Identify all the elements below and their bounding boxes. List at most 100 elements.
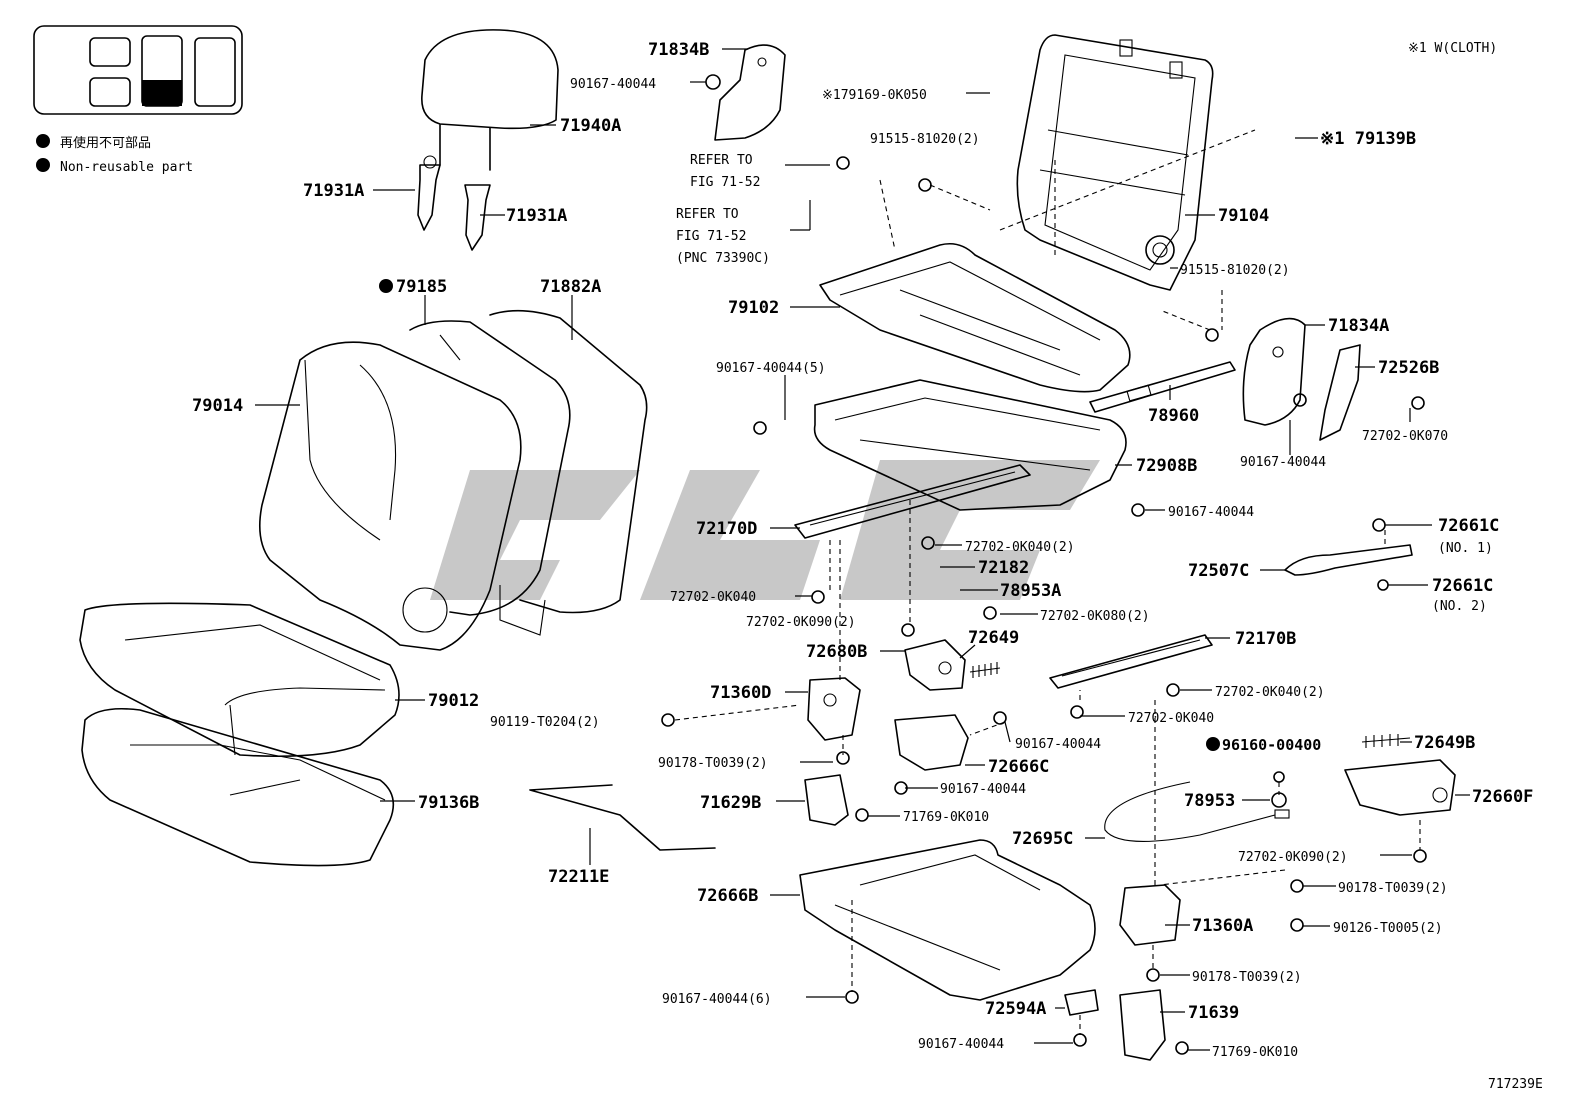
label-91515-81020-b: 91515-81020(2) — [1180, 263, 1290, 278]
hinge-cover-71834B — [714, 44, 786, 141]
label-79104: 79104 — [1218, 206, 1269, 226]
non-reusable-dot-icon — [1206, 737, 1220, 751]
seatback-pad-79185 — [409, 320, 571, 616]
label-71931A-left: 71931A — [303, 181, 364, 201]
label-refer-to-2: REFER TO — [676, 207, 739, 222]
cloth-note: ※1 W(CLOTH) — [1408, 41, 1497, 56]
seatback-cover-79014 — [259, 341, 522, 651]
label-72649: 72649 — [968, 628, 1019, 648]
label-71769-0K010-a: 71769-0K010 — [903, 810, 989, 825]
headrest-guide-left — [417, 155, 441, 231]
label-72182: 72182 — [978, 558, 1029, 578]
legend-en: Non-reusable part — [60, 160, 193, 175]
label-72594A: 72594A — [985, 999, 1046, 1019]
label-79136B: 79136B — [418, 793, 479, 813]
headrest-part — [421, 29, 559, 171]
label-71882A: 71882A — [540, 277, 601, 297]
label-72170D: 72170D — [696, 519, 757, 539]
label-72666B: 72666B — [697, 886, 758, 906]
label-91515-81020: 91515-81020(2) — [870, 132, 980, 147]
label-72702-0K070: 72702-0K070 — [1362, 429, 1448, 444]
cover-72666C — [894, 714, 969, 771]
spring-72649 — [969, 662, 1001, 678]
label-72702-0K090-2: 72702-0K090(2) — [746, 615, 856, 630]
label-72170B: 72170B — [1235, 629, 1296, 649]
label-72702-0K040-b: 72702-0K040 — [1128, 711, 1214, 726]
label-72660F: 72660F — [1472, 787, 1533, 807]
label-71360D: 71360D — [710, 683, 771, 703]
seat-cushion-79012 — [79, 602, 400, 758]
label-90167-40044-6: 90167-40044(6) — [662, 992, 772, 1007]
seat-frame-79102 — [819, 242, 1131, 393]
label-90178-T0039-a: 90178-T0039(2) — [658, 756, 768, 771]
label-refer-to-1: REFER TO — [690, 153, 753, 168]
trim-72526B — [1319, 344, 1361, 441]
label-71639: 71639 — [1188, 1003, 1239, 1023]
label-90167-40044: 90167-40044 — [570, 77, 656, 92]
label-72702-0K040: 72702-0K040 — [670, 590, 756, 605]
label-79102: 79102 — [728, 298, 779, 318]
label-71834A: 71834A — [1328, 316, 1389, 336]
legend-jp: 再使用不可部品 — [60, 135, 151, 151]
part-labels: ※1 W(CLOTH) 71834B 90167-40044 ※179169-0… — [192, 40, 1543, 1092]
label-79185: 79185 — [396, 277, 447, 297]
label-72661C-no1-note: (NO. 1) — [1438, 541, 1493, 556]
label-96160-00400: 96160-00400 — [1222, 736, 1321, 754]
label-90126-T0005: 90126-T0005(2) — [1333, 921, 1443, 936]
label-72526B: 72526B — [1378, 358, 1439, 378]
label-72661C-no1: 72661C — [1438, 516, 1499, 536]
leader-lines — [255, 48, 1470, 1051]
assembly-lines — [674, 129, 1421, 1035]
label-71834B: 71834B — [648, 40, 709, 60]
label-90178-T0039-b: 90178-T0039(2) — [1338, 881, 1448, 896]
label-71931A-right: 71931A — [506, 206, 567, 226]
figure-id: 717239E — [1488, 1077, 1543, 1092]
label-90178-T0039-c: 90178-T0039(2) — [1192, 970, 1302, 985]
seat-cushion-pad-79136B — [81, 707, 395, 867]
label-72702-0K040-2a: 72702-0K040(2) — [965, 540, 1075, 555]
label-72702-0K080-2: 72702-0K080(2) — [1040, 609, 1150, 624]
label-fig-71-52-1: FIG 71-52 — [690, 175, 760, 190]
cable-72695C — [1104, 781, 1290, 842]
hinge-71360A — [1119, 884, 1181, 946]
label-72680B: 72680B — [806, 642, 867, 662]
seatback-frame-79104 — [1016, 34, 1214, 291]
label-72507C: 72507C — [1188, 561, 1249, 581]
seat-rail-72170B — [1049, 634, 1213, 689]
label-79012: 79012 — [428, 691, 479, 711]
label-90167-40044-e: 90167-40044 — [940, 782, 1026, 797]
label-78953: 78953 — [1184, 791, 1235, 811]
non-reusable-dot-icon — [36, 158, 50, 172]
label-78953A: 78953A — [1000, 581, 1061, 601]
label-79014: 79014 — [192, 396, 243, 416]
label-90167-40044-d: 90167-40044 — [1015, 737, 1101, 752]
label-179169-0K050: ※179169-0K050 — [822, 88, 927, 103]
rod-72211E — [529, 784, 716, 851]
headrest-guide-right — [464, 184, 491, 251]
cover-71639 — [1119, 989, 1166, 1061]
label-72702-0K090-2b: 72702-0K090(2) — [1238, 850, 1348, 865]
label-72661C-no2-note: (NO. 2) — [1432, 599, 1487, 614]
spring-72649B — [1361, 734, 1411, 748]
label-79139B: ※1 79139B — [1320, 129, 1416, 149]
label-71629B: 71629B — [700, 793, 761, 813]
label-72649B: 72649B — [1414, 733, 1475, 753]
label-71769-0K010-b: 71769-0K010 — [1212, 1045, 1298, 1060]
label-72666C: 72666C — [988, 757, 1049, 777]
label-72695C: 72695C — [1012, 829, 1073, 849]
label-71360A: 71360A — [1192, 916, 1253, 936]
label-pnc-73390c: (PNC 73390C) — [676, 251, 770, 266]
seat-base-72908B — [813, 379, 1127, 511]
label-90119-T0204: 90119-T0204(2) — [490, 715, 600, 730]
hinge-71360D — [807, 677, 861, 741]
lock-72660F — [1344, 759, 1456, 816]
label-72661C-no2: 72661C — [1432, 576, 1493, 596]
label-72908B: 72908B — [1136, 456, 1197, 476]
label-90167-40044-f: 90167-40044 — [918, 1037, 1004, 1052]
lever-72507C — [1284, 544, 1413, 576]
label-90167-40044-c: 90167-40044 — [1168, 505, 1254, 520]
non-reusable-dot-icon — [36, 134, 50, 148]
screw-icons — [661, 74, 1427, 1055]
cover-71629B — [804, 774, 849, 826]
